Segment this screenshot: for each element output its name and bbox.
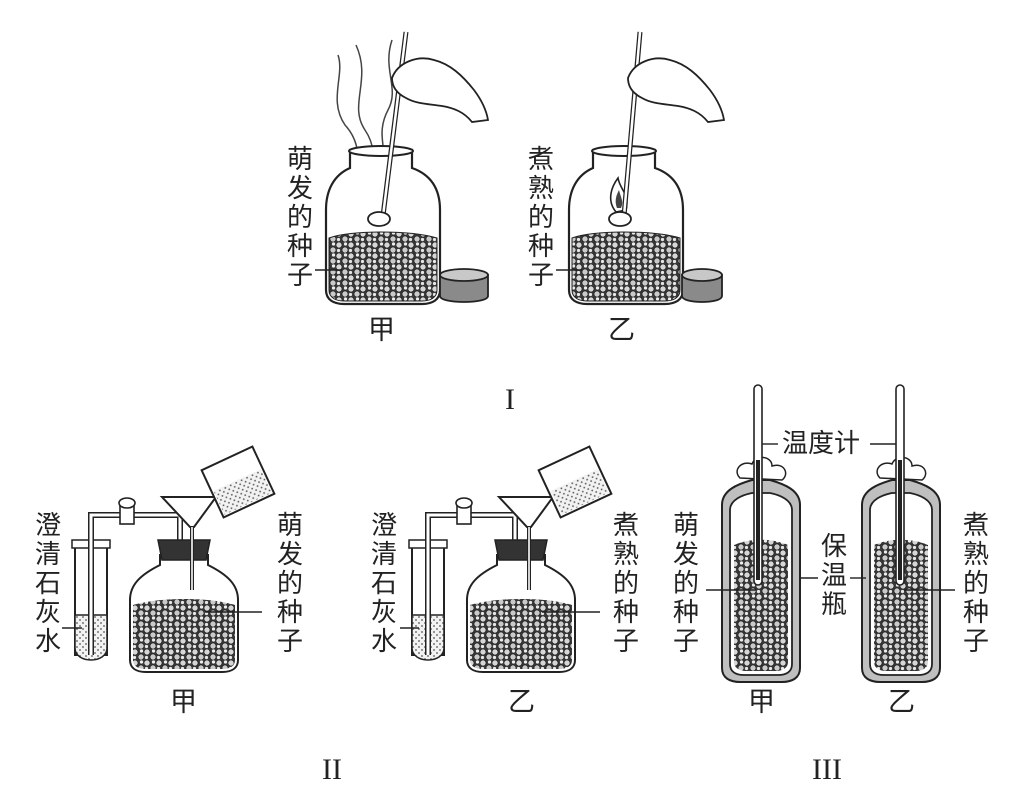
- jar-lid: [681, 268, 723, 303]
- caption-yi-II: 乙: [508, 687, 535, 718]
- jar-lid: [439, 268, 489, 303]
- section-numeral-III: III: [812, 753, 842, 786]
- caption-jia-I: 甲: [368, 315, 395, 346]
- thermos-germinating-III: [706, 384, 818, 683]
- label-germinating-seeds-II: 萌发的种子: [276, 511, 303, 657]
- label-limewater-right: 澄清石灰水: [370, 511, 397, 657]
- caption-jia-II: 甲: [170, 687, 197, 718]
- label-limewater-left: 澄清石灰水: [34, 511, 61, 657]
- label-germinating-seeds-III: 萌发的种子: [672, 511, 699, 657]
- apparatus-germinating-II: [62, 445, 276, 673]
- jar-germinating-I: [324, 31, 490, 306]
- caption-jia-III: 甲: [748, 687, 775, 718]
- section-numeral-I: I: [505, 383, 515, 416]
- label-boiled-seeds-II: 煮熟的种子: [612, 511, 639, 657]
- label-thermos: 保温瓶: [820, 532, 847, 620]
- caption-yi-III: 乙: [888, 687, 915, 718]
- thermos-boiled-III: [850, 384, 955, 683]
- section-numeral-II: II: [322, 753, 342, 786]
- label-germinating-seeds-I: 萌发的种子: [286, 145, 313, 291]
- apparatus-boiled-II: [400, 445, 613, 673]
- hand-icon: [627, 57, 726, 123]
- caption-yi-I: 乙: [608, 315, 635, 346]
- jar-boiled-I: [567, 31, 726, 306]
- label-boiled-seeds-I: 煮熟的种子: [527, 145, 554, 291]
- label-boiled-seeds-III: 煮熟的种子: [962, 511, 989, 657]
- hand-icon: [391, 57, 490, 123]
- label-thermometer: 温度计: [782, 429, 861, 459]
